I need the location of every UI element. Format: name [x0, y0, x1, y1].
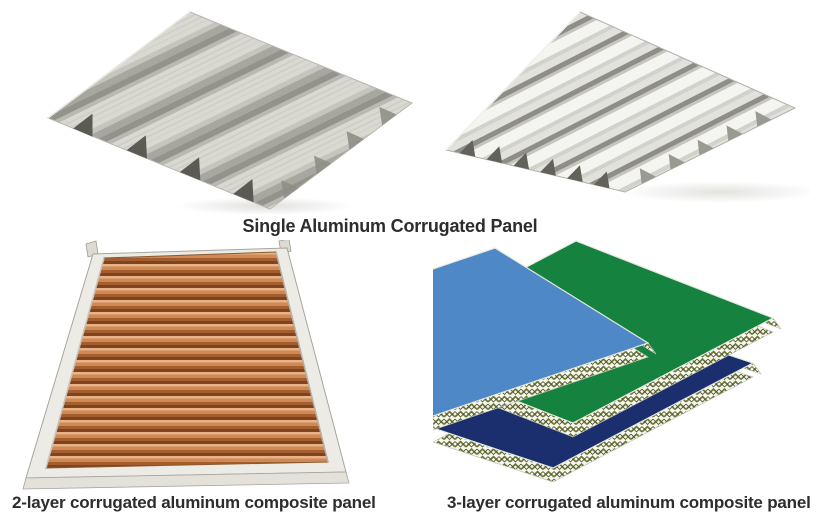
three-layer-composite-panel-illustration — [433, 240, 782, 483]
caption-single-aluminum-corrugated-panel: Single Aluminum Corrugated Panel — [242, 216, 538, 236]
frame-bottom-face — [22, 471, 350, 490]
corrugated-panel-surface — [445, 11, 797, 193]
panel-edge-highlight — [47, 11, 191, 119]
rib-end-teeth-right — [639, 111, 772, 184]
caption-2-layer-composite-panel: 2-layer corrugated aluminum composite pa… — [12, 493, 376, 512]
rib-end-shadow-teeth — [73, 113, 254, 203]
panel-edge-highlight — [445, 11, 581, 151]
corrugated-panel-surface — [46, 11, 414, 210]
frame-right-rail-edge — [275, 251, 329, 463]
panel-soft-shadow — [620, 181, 810, 203]
rib-end-shadow-teeth — [459, 140, 610, 189]
frame-left-rail-edge — [45, 257, 105, 469]
single-corrugated-panel-photo-left — [46, 11, 414, 215]
two-layer-composite-panel-photo — [22, 240, 350, 490]
single-corrugated-panel-photo-right — [445, 11, 810, 203]
caption-3-layer-composite-panel: 3-layer corrugated aluminum composite pa… — [447, 493, 811, 512]
blue-sheet-face — [433, 247, 650, 417]
rib-end-teeth-right — [281, 106, 397, 199]
